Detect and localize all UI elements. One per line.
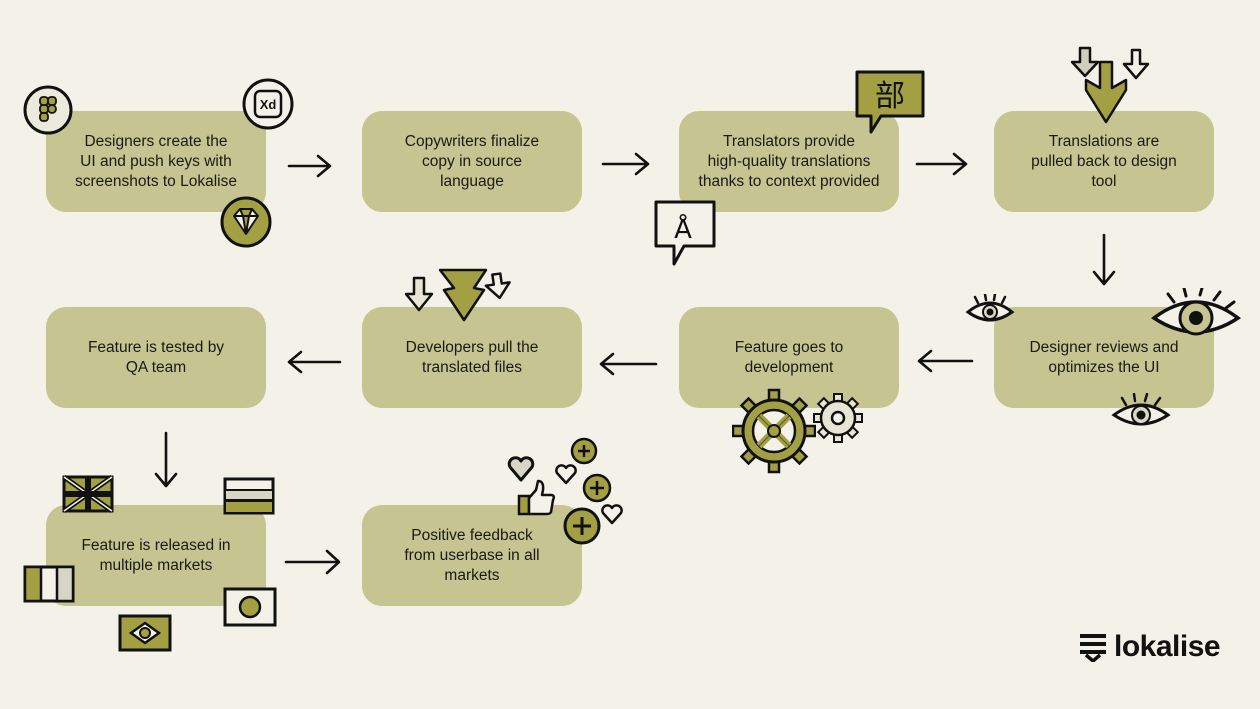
- step-10-positive-feedback: Positive feedback from userbase in all mar…: [362, 505, 582, 606]
- step-text-line: UI and push keys with: [80, 152, 232, 170]
- step-text-line: development: [744, 358, 834, 376]
- figma-icon: [23, 85, 73, 135]
- flag-japan-icon: [223, 587, 277, 627]
- plus-badge-icon: [582, 473, 612, 503]
- flow-arrow-left: [287, 350, 342, 374]
- flow-arrow-right: [915, 152, 968, 176]
- adobe-xd-icon: Xd: [242, 78, 294, 130]
- step-text-line: Feature goes to: [734, 338, 844, 356]
- step-7-developers-pull-files: Developers pull the translated files: [362, 307, 582, 408]
- lokalise-logo: lokalise: [1080, 630, 1221, 664]
- step-text-line: Feature is released in: [81, 536, 231, 554]
- step-4-translations-pulled-back: Translations are pulled back to design too…: [994, 111, 1214, 212]
- step-text-line: high-quality translations: [707, 152, 871, 170]
- step-text-line: from userbase in all: [404, 546, 540, 564]
- eye-icon: [1111, 393, 1171, 426]
- step-text-line: Copywriters finalize: [404, 132, 540, 150]
- lokalise-logo-icon: [1080, 634, 1106, 662]
- speech-bubble-kanji-icon: 部: [855, 70, 925, 134]
- flow-arrow-right: [287, 154, 332, 178]
- flow-arrow-right: [284, 549, 341, 575]
- svg-text:部: 部: [875, 79, 905, 114]
- flag-italy-icon: [23, 565, 75, 603]
- speech-bubble-a-ring-icon: Å: [654, 200, 716, 266]
- heart-icon: [601, 504, 623, 525]
- thumbs-up-icon: [517, 479, 556, 516]
- brand-name: lokalise: [1114, 630, 1221, 663]
- step-text-line: thanks to context provided: [698, 172, 880, 190]
- step-text-line: tool: [1091, 172, 1117, 190]
- step-text-line: multiple markets: [99, 556, 213, 574]
- plus-badge-icon: [570, 437, 598, 465]
- step-text-line: language: [440, 172, 504, 190]
- step-text-line: optimizes the UI: [1048, 358, 1160, 376]
- step-text-line: translated files: [422, 358, 522, 376]
- step-text-line: Designer reviews and: [1029, 338, 1179, 356]
- step-text-line: Developers pull the: [405, 338, 539, 356]
- svg-text:Xd: Xd: [260, 97, 277, 112]
- flow-arrow-right: [601, 152, 650, 176]
- download-arrows-icon: [404, 268, 511, 322]
- gear-icon: [732, 388, 816, 474]
- step-text-line: Designers create the: [84, 132, 228, 150]
- flag-brazil-icon: [118, 614, 172, 652]
- plus-badge-icon: [563, 507, 601, 545]
- download-arrows-icon: [1070, 46, 1150, 124]
- eye-icon: [965, 294, 1015, 322]
- step-text-line: copy in source: [422, 152, 522, 170]
- flow-arrow-left: [599, 352, 658, 376]
- heart-icon: [555, 464, 577, 485]
- flag-uk-icon: [62, 474, 114, 514]
- step-text-line: screenshots to Lokalise: [75, 172, 237, 190]
- step-6-feature-goes-to-development: Feature goes to development: [679, 307, 899, 408]
- flow-arrow-down: [154, 431, 178, 488]
- step-2-copywriters-finalize: Copywriters finalize copy in source langua…: [362, 111, 582, 212]
- gear-icon: [813, 393, 863, 443]
- step-text-line: Feature is tested by: [87, 338, 225, 356]
- flow-arrow-down: [1092, 233, 1116, 286]
- step-text-line: Positive feedback: [411, 526, 533, 544]
- step-text-line: Translators provide: [722, 132, 856, 150]
- heart-icon: [507, 456, 535, 482]
- flow-arrow-left: [917, 349, 974, 373]
- svg-text:Å: Å: [674, 213, 692, 245]
- sketch-diamond-icon: [220, 196, 272, 248]
- step-text-line: QA team: [125, 358, 187, 376]
- step-8-qa-testing: Feature is tested by QA team: [46, 307, 266, 408]
- step-text-line: markets: [444, 566, 500, 584]
- step-text-line: pulled back to design: [1031, 152, 1177, 170]
- flag-striped-icon: [223, 477, 275, 515]
- step-text-line: Translations are: [1048, 132, 1160, 150]
- eye-icon: [1150, 288, 1242, 336]
- step-3-translators-provide: Translators provide high-quality translat…: [679, 111, 899, 212]
- step-1-designers-create-ui: Designers create the UI and push keys wit…: [46, 111, 266, 212]
